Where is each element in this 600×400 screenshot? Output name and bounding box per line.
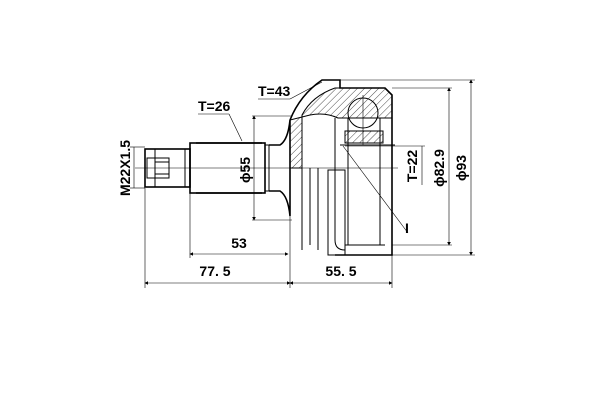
outer-diameter-label: ϕ93 <box>453 155 469 181</box>
shaft-diameter-label: ϕ55 <box>237 157 253 183</box>
splined-shaft <box>189 142 270 194</box>
length-53-label: 53 <box>231 235 247 251</box>
length-55-5-label: 55. 5 <box>325 263 356 279</box>
dimension-inner-diameter: ϕ82.9 <box>392 87 452 246</box>
outer-housing <box>289 79 395 256</box>
dimension-length-53: 53 <box>189 235 289 256</box>
marker-callout: I <box>342 145 409 236</box>
marker-label: I <box>405 220 409 236</box>
abs-tone-ring <box>327 169 346 256</box>
dimension-length-77-5: 77. 5 <box>144 263 291 285</box>
shaft-spline-callout: T=26 <box>198 98 243 142</box>
thread-label: M22X1.5 <box>117 140 133 196</box>
threaded-stub <box>144 148 191 188</box>
dimension-shaft-diameter: ϕ55 <box>237 115 292 221</box>
length-77-5-label: 77. 5 <box>199 263 230 279</box>
inner-diameter-label: ϕ82.9 <box>431 149 447 187</box>
outer-spline-label: T=43 <box>258 83 291 99</box>
outer-spline-callout: T=43 <box>258 81 323 100</box>
dimension-inner-spline: T=22 <box>345 145 425 185</box>
dimension-thread: M22X1.5 <box>117 140 145 196</box>
shaft-spline-label: T=26 <box>198 98 231 114</box>
inner-spline-label: T=22 <box>404 150 420 183</box>
dimension-outer-diameter: ϕ93 <box>340 79 475 256</box>
dimension-length-55-5: 55. 5 <box>289 263 393 285</box>
